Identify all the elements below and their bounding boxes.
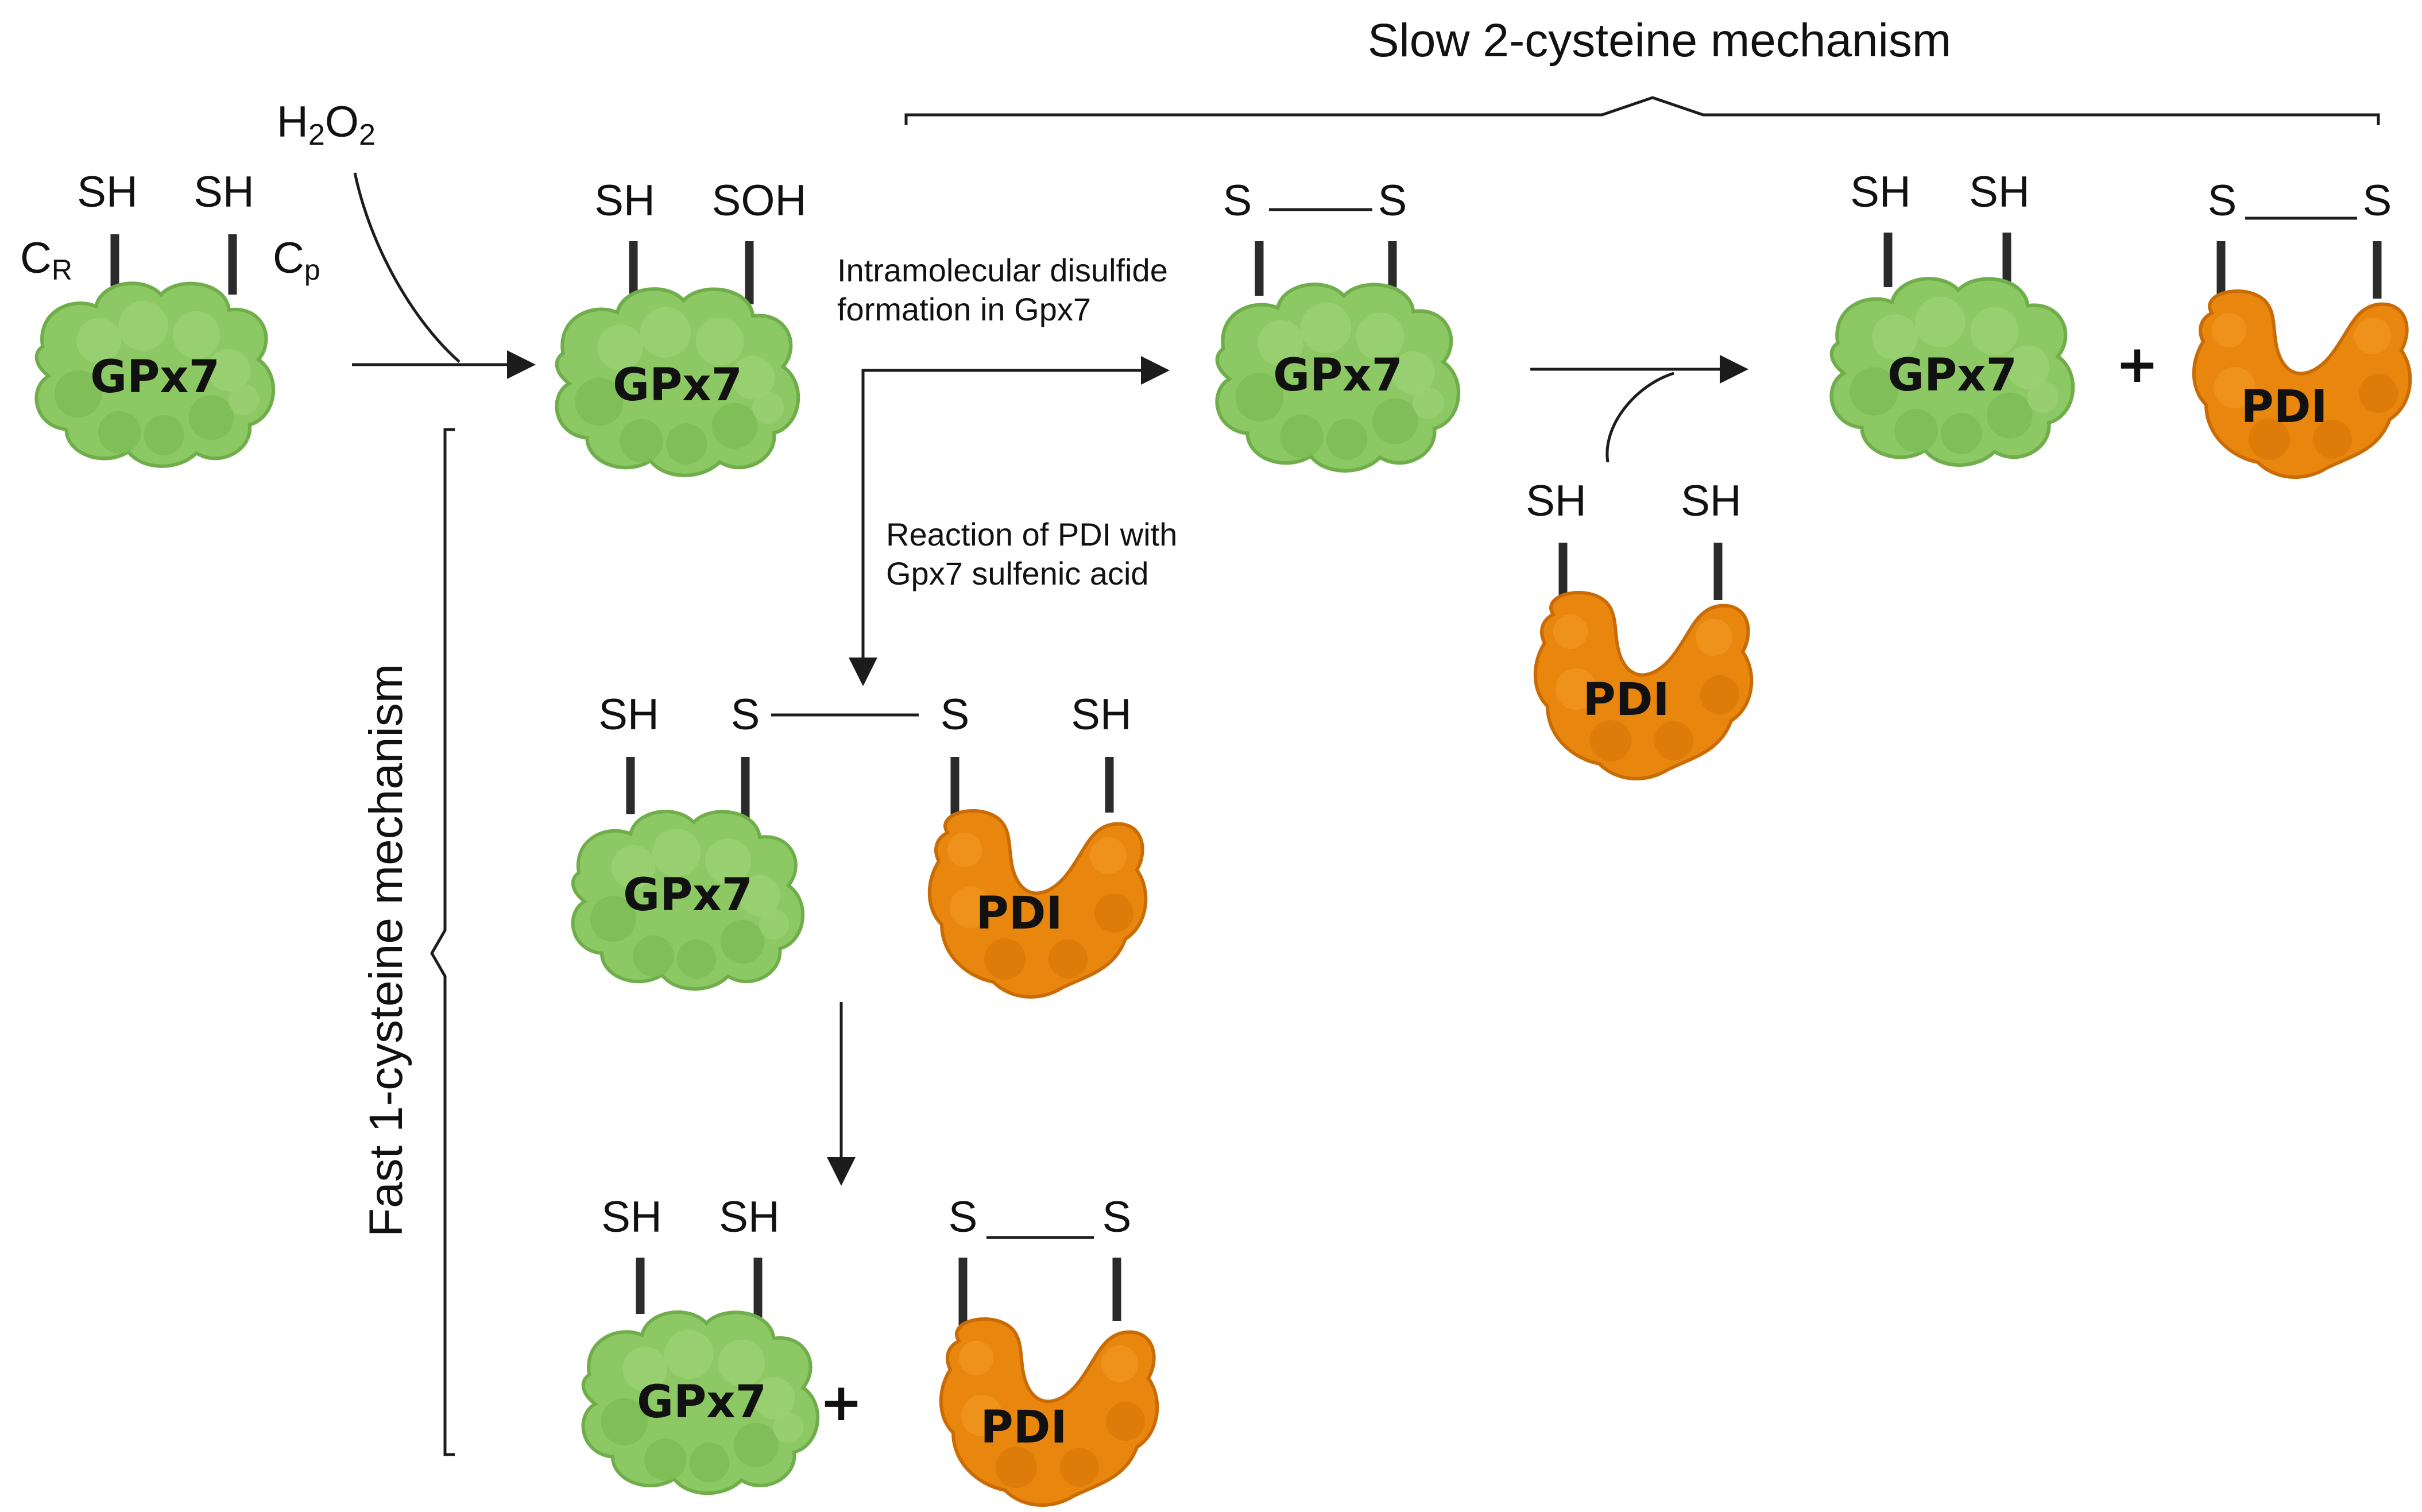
plus-sign: + <box>819 1372 862 1433</box>
gpx7-pdi-mixed-disulfide: GPx7 SH S PDI S SH <box>573 690 1146 997</box>
s-label: S <box>731 690 760 739</box>
arrow-intramolecular <box>861 356 1170 680</box>
s-label: S <box>941 690 970 739</box>
s-label: S <box>949 1193 978 1242</box>
gpx7-sulfenic: GPx7 SH SOH <box>557 176 807 475</box>
fast-mechanism-bracket <box>430 428 455 1456</box>
sh-label: SH <box>1071 690 1132 739</box>
pdi-label: PDI <box>981 1402 1067 1453</box>
pdi-label: PDI <box>2241 381 2328 433</box>
soh-label: SOH <box>712 176 807 225</box>
sh-label: SH <box>1969 168 2030 216</box>
pdi-oxidized-fast: PDI S S <box>941 1193 1158 1505</box>
slow-mechanism-bracket <box>904 96 2380 125</box>
s-label: S <box>2363 176 2392 225</box>
pdi-label: PDI <box>976 888 1063 939</box>
cp-label: Cp <box>273 234 320 286</box>
sh-label: SH <box>598 690 659 739</box>
fast-mechanism-title: Fast 1-cysteine mechanism <box>360 664 412 1237</box>
h2o2-label: H2O2 <box>277 98 376 152</box>
gpx7-label: GPx7 <box>1273 350 1403 401</box>
h2o2-curve <box>353 172 461 363</box>
sh-label: SH <box>1850 168 1911 216</box>
sh-label: SH <box>77 168 138 216</box>
sh-label: SH <box>1681 477 1742 525</box>
slow-mechanism-title: Slow 2-cysteine mechanism <box>1368 14 1951 67</box>
sh-label: SH <box>719 1193 780 1242</box>
gpx7-label: GPx7 <box>1887 350 2017 401</box>
s-label: S <box>1378 176 1407 225</box>
gpx7-reduced-start: GPx7 SH SH CR Cp <box>20 168 320 466</box>
pdi-curve <box>1605 372 1674 463</box>
intramolecular-label-2: formation in Gpx7 <box>837 291 1091 327</box>
s-label: S <box>1223 176 1252 225</box>
gpx7-label: GPx7 <box>613 359 742 411</box>
gpx7-label: GPx7 <box>90 351 220 403</box>
cr-label: CR <box>20 234 72 286</box>
s-label: S <box>1102 1193 1132 1242</box>
s-label: S <box>2208 176 2237 225</box>
reaction-label-1: Reaction of PDI with <box>886 516 1177 552</box>
sh-label: SH <box>1526 477 1587 525</box>
reaction-label-2: Gpx7 sulfenic acid <box>886 555 1149 591</box>
gpx7-label: GPx7 <box>637 1376 767 1428</box>
gpx7-reduced-slow: GPx7 SH SH <box>1832 168 2073 465</box>
gpx7-disulfide: GPx7 S S <box>1217 176 1458 471</box>
pdi-reduced-middle: PDI SH SH <box>1526 477 1751 779</box>
gpx7-label: GPx7 <box>623 869 753 921</box>
sh-label: SH <box>194 168 254 216</box>
sh-label: SH <box>601 1193 662 1242</box>
sh-label: SH <box>594 176 655 225</box>
pdi-oxidized-slow: PDI S S <box>2194 176 2411 477</box>
intramolecular-label-1: Intramolecular disulfide <box>837 252 1168 288</box>
gpx7-reduced-fast: GPx7 SH SH <box>583 1193 818 1493</box>
pdi-label: PDI <box>1583 674 1670 726</box>
plus-sign: + <box>2115 334 2158 395</box>
